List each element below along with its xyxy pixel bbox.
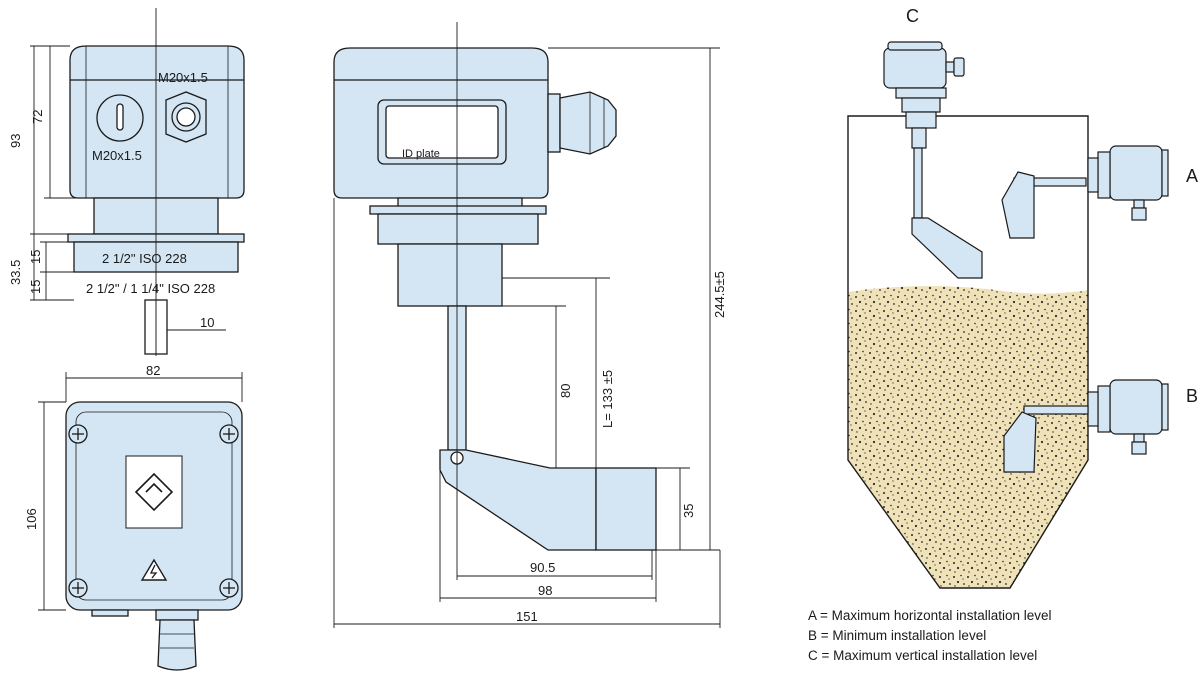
side-paddle: [439, 449, 597, 551]
thread-label-bottom: M20x1.5: [92, 148, 142, 163]
id-plate-label: ID plate: [402, 148, 440, 160]
side-gland-base: [547, 93, 561, 153]
side-dimension-lines: [333, 47, 721, 628]
dim-80: 80: [558, 384, 573, 398]
dim-33-5: 33.5: [8, 260, 23, 285]
dim-106: 106: [24, 508, 39, 530]
dim-98: 98: [538, 583, 552, 598]
side-flange: [369, 205, 547, 215]
dim-15-bottom: 15: [28, 280, 43, 294]
dim-10: 10: [200, 315, 214, 330]
dim-l: L= 133 ±5: [600, 370, 615, 428]
legend-item-c: C = Maximum vertical installation level: [808, 648, 1038, 663]
flange-label-alt: 2 1/2" / 1 1/4" ISO 228: [86, 281, 215, 296]
label-c: C: [906, 6, 919, 26]
left-dimension-lines: [30, 45, 243, 611]
paddle-vane: [595, 467, 657, 551]
dim-total-length: 244.5±5: [712, 271, 727, 318]
dim-151: 151: [516, 609, 538, 624]
silo-outline: [847, 115, 1089, 589]
dim-93: 93: [8, 134, 23, 148]
sensor-c: [883, 41, 983, 279]
sensor-b: [1003, 379, 1169, 473]
label-b: B: [1186, 386, 1198, 406]
legend-item-b: B = Minimum installation level: [808, 628, 987, 643]
side-thread-lower: [397, 243, 503, 307]
thread-label-top: M20x1.5: [158, 70, 208, 85]
side-thread: [377, 213, 539, 245]
flange-label: 2 1/2" ISO 228: [102, 251, 187, 266]
sensor-a: [1001, 145, 1169, 239]
installation-legend: A = Maximum horizontal installation leve…: [808, 606, 1052, 666]
side-view: [333, 47, 657, 551]
dim-82: 82: [146, 363, 160, 378]
warning-triangle-icon: [140, 558, 168, 581]
manufacturer-logo: [134, 472, 174, 512]
side-cable-gland: [559, 91, 617, 155]
label-a: A: [1186, 166, 1198, 186]
dim-72: 72: [30, 110, 45, 124]
dim-15-top: 15: [28, 250, 43, 264]
bottom-top-view: [65, 401, 243, 671]
bulk-material: [848, 286, 1088, 588]
dim-35: 35: [681, 504, 696, 518]
installation-diagram: [847, 41, 1169, 589]
gland-base: [155, 609, 199, 621]
logo-plate: [125, 455, 183, 529]
dim-90-5: 90.5: [530, 560, 555, 575]
legend-item-a: A = Maximum horizontal installation leve…: [808, 608, 1052, 623]
housing-head: [69, 45, 245, 199]
cable-gland-bottom: [157, 619, 197, 671]
